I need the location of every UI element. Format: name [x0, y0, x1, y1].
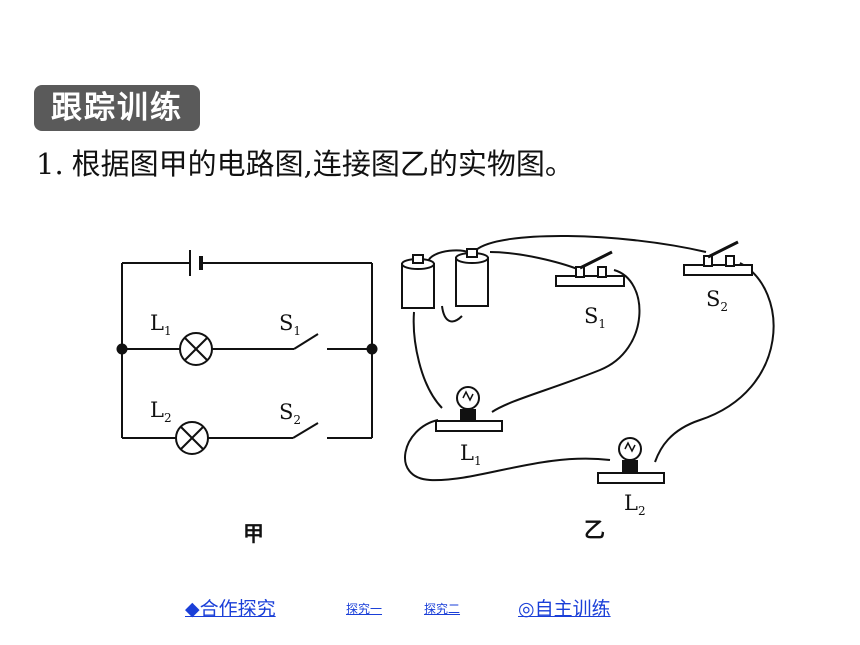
wire-s2-to-l2: [654, 262, 775, 463]
switch2-post-b: [725, 255, 735, 267]
switch1-post-a: [575, 266, 585, 278]
lamp1-symbol: [179, 332, 213, 366]
switch1-lever: [579, 250, 613, 270]
bottom-nav: ◆合作探究 探究一 探究二 ◎自主训练: [0, 592, 860, 622]
lamp2-symbol: [175, 421, 209, 455]
nav-explore2-link[interactable]: 探究二: [424, 602, 461, 616]
schematic-switch1-label: S1: [279, 311, 301, 338]
wire-cell-bridge: [441, 305, 463, 323]
lamp1-bulb: [456, 386, 480, 410]
physical-switch2-label: S2: [706, 287, 728, 314]
wire-s1-to-l1: [491, 269, 641, 413]
schematic-diagram: [121, 250, 373, 455]
schematic-caption: 甲: [243, 521, 264, 546]
switch1-base: [555, 275, 625, 287]
battery-cell1-terminal: [412, 254, 424, 264]
lamp1-base: [435, 420, 503, 432]
lamp1-socket: [460, 409, 476, 421]
junction-left: [116, 343, 128, 355]
lamp2-base: [597, 472, 665, 484]
lamp1-filament: [462, 390, 474, 402]
wire-battery-to-s2: [475, 235, 707, 253]
wire-battery-to-s1: [489, 251, 581, 271]
schematic-lamp2-label: L2: [150, 398, 172, 425]
switch2-post-a: [703, 255, 713, 267]
lamp2-bulb: [618, 437, 642, 461]
question-number: 1.: [36, 147, 64, 181]
question-body: 根据图甲的电路图,连接图乙的实物图。: [71, 147, 574, 181]
switch2-lever: [707, 240, 739, 259]
switch2-blade: [292, 422, 319, 439]
schematic-lamp1-label: L1: [150, 311, 172, 338]
lamp2-socket: [622, 460, 638, 473]
battery-cell1: [401, 263, 435, 309]
nav-cooperate-link[interactable]: ◆合作探究: [185, 598, 276, 620]
nav-self-train-link[interactable]: ◎自主训练: [518, 598, 611, 620]
switch1-post-b: [597, 266, 607, 278]
lamp1-cross-b: [184, 337, 208, 361]
physical-caption: 乙: [584, 517, 605, 542]
lamp2-filament: [624, 441, 636, 453]
nav-explore1-link[interactable]: 探究一: [346, 602, 383, 616]
physical-lamp1-label: L1: [460, 441, 482, 468]
physical-diagram: [401, 235, 775, 484]
wire-battery-to-l1: [412, 311, 443, 409]
battery-cell2: [455, 257, 489, 307]
section-badge: 跟踪训练: [34, 85, 200, 131]
physical-switch1-label: S1: [584, 304, 606, 331]
schematic-switch2-label: S2: [279, 400, 301, 427]
lamp2-cross-b: [180, 426, 204, 450]
switch2-base: [683, 264, 753, 276]
question-text: 1.根据图甲的电路图,连接图乙的实物图。: [36, 142, 574, 186]
junction-right: [366, 343, 378, 355]
switch1-blade: [293, 333, 319, 350]
wire-l1-to-l2: [404, 419, 611, 482]
battery-cell2-terminal: [466, 248, 478, 258]
physical-lamp2-label: L2: [624, 491, 646, 518]
